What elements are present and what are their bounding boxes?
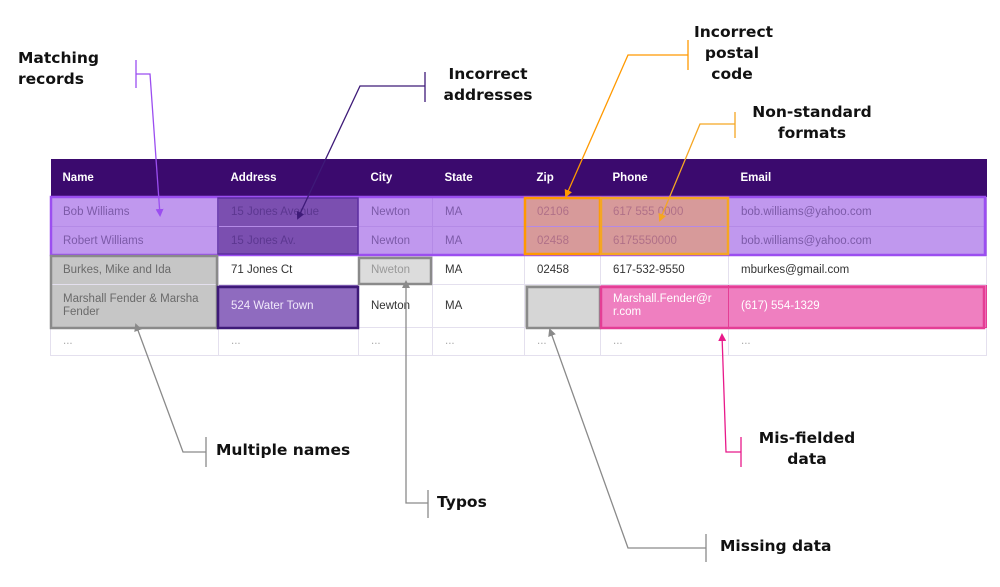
contact-records-table: Name Address City State Zip Phone Email … <box>50 159 987 356</box>
cell-address: ... <box>218 327 359 356</box>
col-header-phone: Phone <box>600 159 729 198</box>
cell-state: MA <box>432 197 525 227</box>
cell-name: ... <box>50 327 219 356</box>
table-header-row: Name Address City State Zip Phone Email <box>50 159 987 198</box>
cell-city: Nweton <box>358 255 433 285</box>
col-header-state: State <box>432 159 525 198</box>
cell-address: 524 Water Town <box>218 284 359 328</box>
cell-state: MA <box>432 284 525 328</box>
col-header-address: Address <box>218 159 359 198</box>
cell-phone: 617-532-9550 <box>600 255 729 285</box>
cell-address: 71 Jones Ct <box>218 255 359 285</box>
cell-city: ... <box>358 327 433 356</box>
label-non-standard-formats: Non-standard formats <box>752 103 872 142</box>
cell-address: 15 Jones Avenue <box>218 197 359 227</box>
cell-zip: 02106 <box>524 197 601 227</box>
cell-city: Newton <box>358 226 433 256</box>
table-row: ... ... ... ... ... ... ... <box>50 327 987 356</box>
cell-state: ... <box>432 327 525 356</box>
cell-address: 15 Jones Av. <box>218 226 359 256</box>
label-multiple-names: Multiple names <box>216 441 351 459</box>
cell-phone: 617 555 0000 <box>600 197 729 227</box>
cell-name: Burkes, Mike and Ida <box>50 255 219 285</box>
cell-zip <box>524 284 601 328</box>
col-header-name: Name <box>50 159 219 198</box>
callout-missing-data <box>548 328 707 562</box>
table-row: Burkes, Mike and Ida 71 Jones Ct Nweton … <box>50 255 987 285</box>
cell-state: MA <box>432 255 525 285</box>
table-row: Robert Williams 15 Jones Av. Newton MA 0… <box>50 226 987 256</box>
cell-email: mburkes@gmail.com <box>728 255 987 285</box>
cell-email: ... <box>728 327 987 356</box>
cell-name: Bob Williams <box>50 197 219 227</box>
label-incorrect-postal-code: Incorrect postal code <box>694 23 774 83</box>
cell-zip: 02458 <box>524 226 601 256</box>
col-header-city: City <box>358 159 433 198</box>
cell-phone: Marshall.Fender@r r.com <box>600 284 729 328</box>
label-mis-fielded-data: Mis-fielded data <box>758 429 856 468</box>
cell-phone: ... <box>600 327 729 356</box>
label-matching-records: Matching records <box>18 49 99 88</box>
table-row: Bob Williams 15 Jones Avenue Newton MA 0… <box>50 197 987 227</box>
col-header-email: Email <box>728 159 987 198</box>
cell-zip: 02458 <box>524 255 601 285</box>
cell-city: Newton <box>358 284 433 328</box>
cell-email: bob.williams@yahoo.com <box>728 226 987 256</box>
table-row: Marshall Fender & Marsha Fender 524 Wate… <box>50 284 987 328</box>
label-typos: Typos <box>437 493 487 511</box>
cell-name: Robert Williams <box>50 226 219 256</box>
cell-phone: 6175550000 <box>600 226 729 256</box>
cell-email: bob.williams@yahoo.com <box>728 197 987 227</box>
label-incorrect-addresses: Incorrect addresses <box>443 65 533 104</box>
col-header-zip: Zip <box>524 159 601 198</box>
cell-name: Marshall Fender & Marsha Fender <box>50 284 219 328</box>
cell-state: MA <box>432 226 525 256</box>
cell-email: (617) 554-1329 <box>728 284 987 328</box>
cell-city: Newton <box>358 197 433 227</box>
cell-zip: ... <box>524 327 601 356</box>
label-missing-data: Missing data <box>720 537 832 555</box>
